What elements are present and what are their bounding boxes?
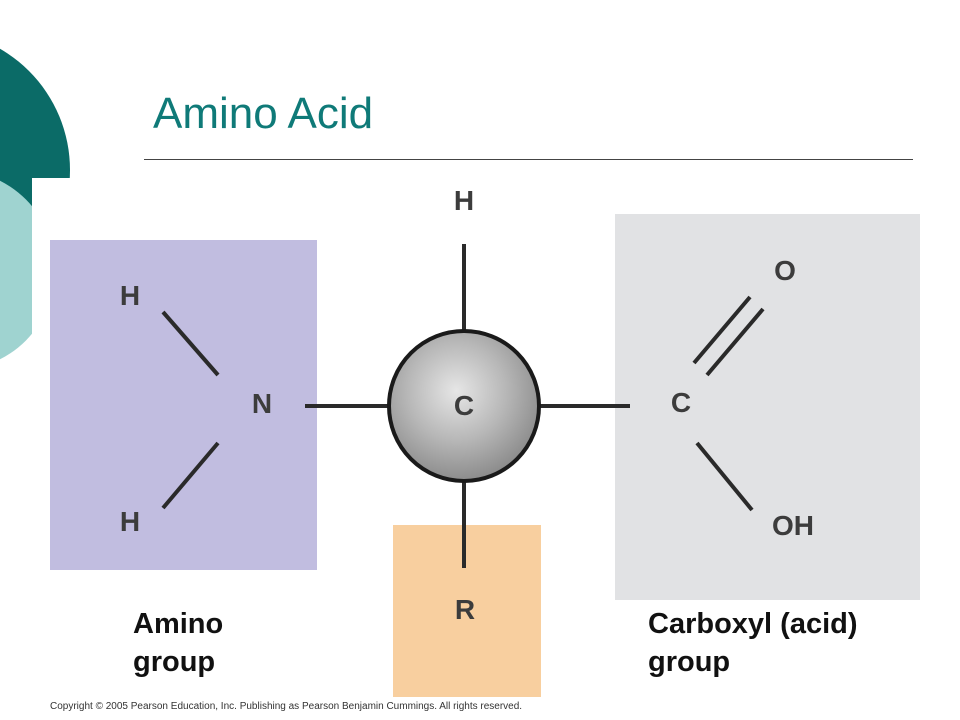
r-label: R: [454, 594, 476, 625]
carboxyl-c: C: [670, 387, 692, 418]
amino-h-bottom: H: [119, 506, 141, 537]
carboxyl-caption: Carboxyl (acid) group: [648, 605, 858, 681]
amino-h-top: H: [119, 280, 141, 311]
bond-c-oh: [695, 441, 754, 512]
bond-h-n-top: [161, 310, 220, 377]
carboxyl-caption-line2: group: [648, 646, 731, 678]
copyright-footer: Copyright © 2005 Pearson Education, Inc.…: [50, 701, 523, 712]
carboxyl-oh: OH: [772, 510, 814, 541]
alpha-carbon-sphere: [387, 329, 541, 483]
r-group-box: [393, 525, 541, 697]
alpha-h: H: [453, 185, 475, 216]
amino-caption-line2: group: [133, 646, 216, 678]
carboxyl-o: O: [774, 255, 796, 286]
amino-caption: Amino group: [133, 605, 223, 681]
double-bond-b: [705, 307, 765, 377]
double-bond-a: [692, 295, 752, 365]
alpha-c: C: [453, 390, 475, 421]
amino-n: N: [251, 388, 273, 419]
slide-title: Amino Acid: [153, 89, 374, 138]
title-divider: [144, 159, 913, 160]
amino-group-box: [50, 240, 317, 570]
carboxyl-group-box: [615, 214, 920, 600]
bond-h-n-bottom: [161, 441, 220, 510]
amino-caption-line1: Amino: [133, 608, 224, 640]
carboxyl-caption-line1: Carboxyl (acid): [648, 608, 858, 640]
